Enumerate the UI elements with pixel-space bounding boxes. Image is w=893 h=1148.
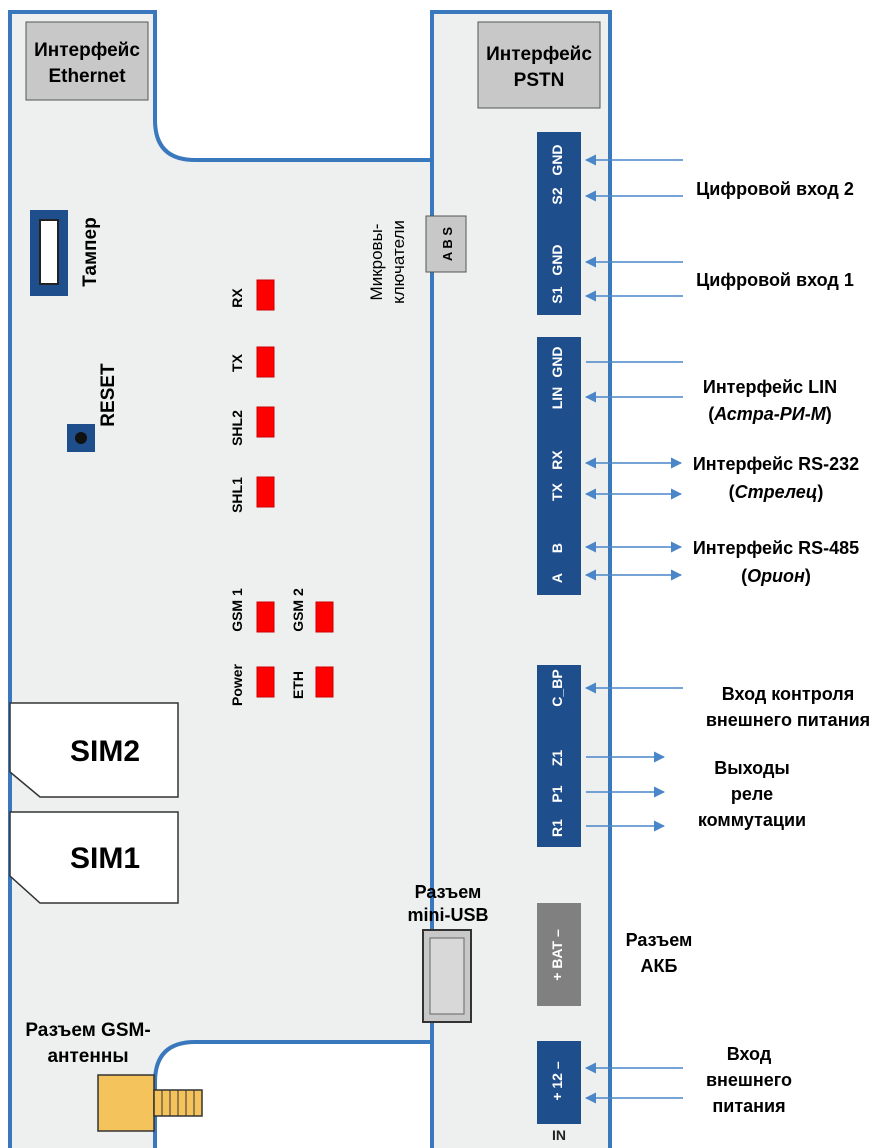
led-power (256, 666, 275, 698)
sim1-label: SIM1 (70, 842, 140, 875)
label-relay1: Выходы (714, 758, 790, 778)
label-relay3: коммутации (698, 810, 806, 830)
terminal-battery: + BAT – (537, 903, 581, 1006)
term-b: B (549, 543, 565, 553)
usb-line1: Разъем (415, 882, 482, 902)
term-lin-gnd: GND (549, 346, 565, 377)
term-s1: S1 (549, 286, 565, 303)
sim2-slot: SIM2 (9, 702, 179, 798)
led-power-label: Power (229, 663, 245, 706)
tamper-switch: Тампер (30, 210, 101, 296)
ethernet-interface: Интерфейс Ethernet (25, 21, 149, 101)
label-lin1: Интерфейс LIN (703, 377, 837, 397)
label-pwr3: питания (712, 1096, 785, 1116)
term-lin: LIN (549, 387, 565, 410)
led-gsm1-label: GSM 1 (229, 588, 245, 632)
term-tx: TX (549, 482, 565, 501)
pstn-line1: Интерфейс (486, 44, 592, 65)
pstn-line2: PSTN (514, 70, 565, 91)
label-rs232-1: Интерфейс RS-232 (693, 454, 859, 474)
micro-switches: Микровы- ключатели A B S (367, 215, 467, 304)
label-ctrl1: Вход контроля (722, 684, 854, 704)
term-in-label: IN (552, 1127, 566, 1143)
led-gsm1 (256, 601, 275, 633)
label-relay2: реле (731, 784, 773, 804)
sim2-label: SIM2 (70, 735, 140, 768)
term-c-bp: C_BP (549, 669, 565, 706)
term-gnd1: GND (549, 244, 565, 275)
terminal-relays: C_BP Z1 P1 R1 (537, 665, 581, 847)
led-tx (256, 346, 275, 378)
usb-line2: mini-USB (408, 905, 489, 925)
label-akb2: АКБ (641, 956, 678, 976)
right-labels: Цифровой вход 2 Цифровой вход 1 Интерфей… (626, 179, 871, 1116)
term-rx: RX (549, 450, 565, 470)
label-ctrl2: внешнего питания (706, 710, 870, 730)
label-rs485-1: Интерфейс RS-485 (693, 538, 859, 558)
label-din2: Цифровой вход 2 (696, 179, 854, 199)
micro-switch-text: A B S (440, 227, 455, 262)
led-eth (315, 666, 334, 698)
gsm-antenna-connector: Разъем GSM- антенны (25, 1020, 203, 1132)
led-shl1 (256, 476, 275, 508)
pstn-interface: Интерфейс PSTN (477, 21, 601, 109)
label-pwr1: Вход (727, 1044, 772, 1064)
label-pwr2: внешнего (706, 1070, 792, 1090)
led-shl2 (256, 406, 275, 438)
term-p1: P1 (549, 785, 565, 802)
term-z1: Z1 (549, 750, 565, 767)
term-r1: R1 (549, 819, 565, 837)
signal-arrows (584, 154, 683, 1104)
tamper-label: Тампер (80, 217, 101, 286)
led-rx (256, 279, 275, 311)
term-a: A (549, 573, 565, 583)
term-bat: + BAT – (549, 929, 565, 981)
terminal-interfaces: GND LIN RX TX B A (537, 337, 581, 595)
micro-line1: Микровы- (367, 224, 386, 301)
terminal-power: + 12 – IN (537, 1041, 581, 1143)
led-gsm2 (315, 601, 334, 633)
sim1-slot: SIM1 (9, 811, 179, 904)
led-shl1-label: SHL1 (229, 477, 245, 513)
ethernet-line2: Ethernet (48, 66, 126, 87)
term-gnd2: GND (549, 144, 565, 175)
ethernet-line1: Интерфейс (34, 40, 140, 61)
led-eth-label: ETH (290, 671, 306, 699)
terminal-digital-inputs: GND S2 GND S1 (537, 132, 581, 315)
reset-label: RESET (98, 363, 119, 427)
label-rs485-2: (Орион) (741, 566, 811, 586)
mini-usb-connector: Разъем mini-USB (408, 882, 489, 1023)
label-rs232-2: (Стрелец) (729, 482, 824, 502)
gsm-line1: Разъем GSM- (25, 1020, 150, 1041)
led-shl2-label: SHL2 (229, 410, 245, 446)
label-din1: Цифровой вход 1 (696, 270, 854, 290)
reset-button: RESET (67, 363, 119, 452)
micro-line2: ключатели (389, 220, 408, 304)
gsm-line2: антенны (47, 1046, 128, 1067)
led-indicators: RX TX SHL2 SHL1 GSM 1 GSM 2 Power ETH (229, 279, 334, 706)
led-gsm2-label: GSM 2 (290, 588, 306, 632)
label-akb1: Разъем (626, 930, 693, 950)
led-rx-label: RX (229, 288, 245, 308)
label-lin2: (Астра-РИ-М) (708, 404, 832, 424)
term-pwr: + 12 – (549, 1061, 565, 1101)
term-s2: S2 (549, 187, 565, 204)
led-tx-label: TX (229, 353, 245, 372)
